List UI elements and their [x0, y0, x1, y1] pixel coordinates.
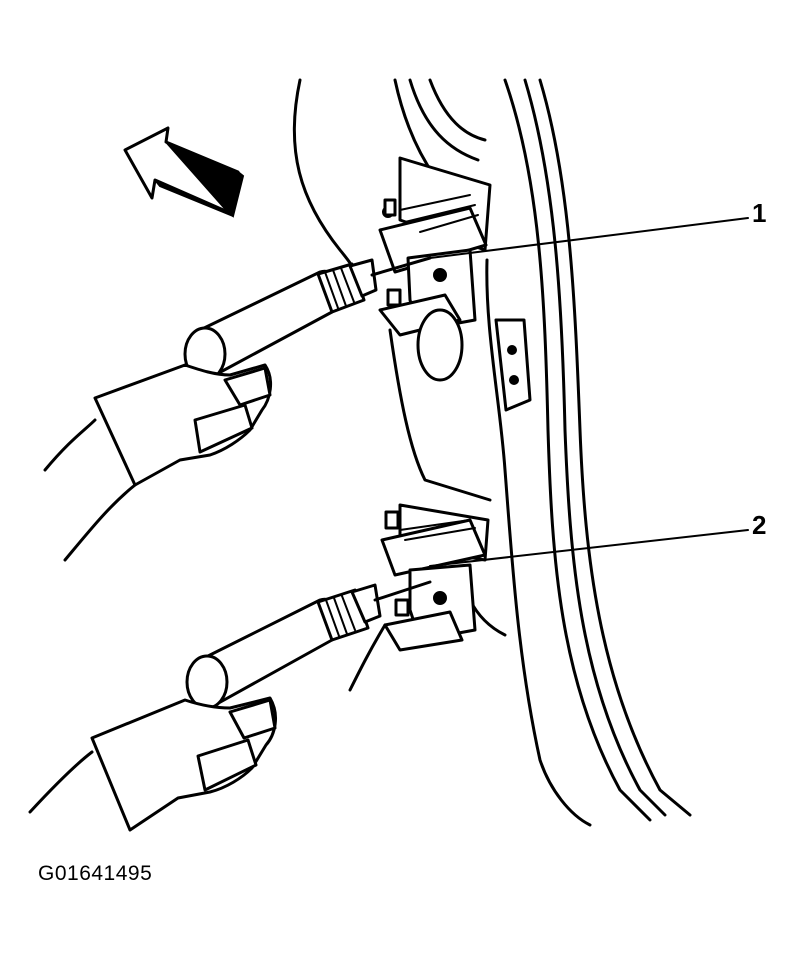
lower-hinge	[348, 503, 490, 692]
upper-hand	[43, 363, 273, 562]
callout-1-leader	[429, 217, 749, 259]
figure-id-label: G01641495	[38, 862, 153, 885]
lower-air-drill	[185, 580, 432, 710]
callout-2-label: 2	[752, 510, 767, 540]
upper-hinge	[378, 156, 492, 382]
forward-arrow-icon	[123, 126, 245, 218]
lower-hand	[28, 696, 277, 832]
callout-2-leader	[429, 529, 749, 567]
upper-air-drill	[183, 256, 432, 382]
callout-1-label: 1	[752, 198, 767, 228]
callout-leaders	[429, 217, 749, 567]
door-pillar	[292, 78, 692, 827]
